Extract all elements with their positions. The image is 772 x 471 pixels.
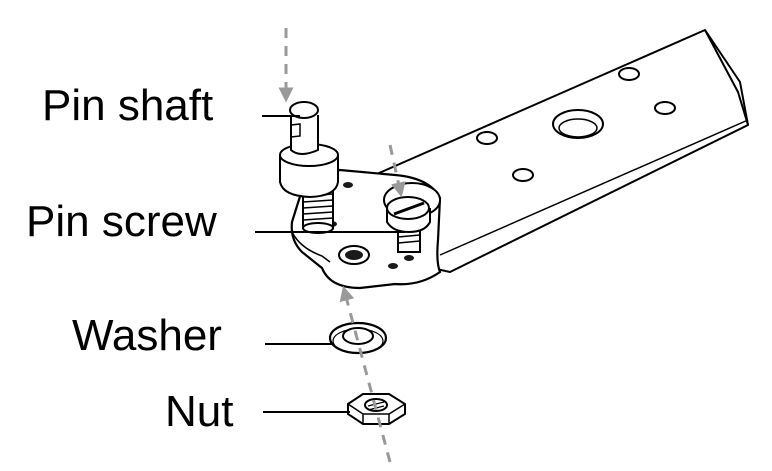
label-pin-shaft: Pin shaft: [42, 81, 214, 130]
hinge-plate: [344, 29, 749, 273]
plate-hole: [512, 168, 534, 182]
plate-hole: [476, 131, 498, 145]
leader-lines: [255, 115, 405, 413]
label-washer: Washer: [72, 311, 222, 360]
plate-hole-large: [552, 109, 604, 139]
label-nut: Nut: [165, 387, 234, 436]
pin-screw: [386, 196, 431, 253]
plate-hole: [654, 101, 676, 115]
pin-screw-arrow: [388, 144, 406, 198]
washer-nut-arrow: [339, 285, 392, 463]
assembly-arrows: [278, 28, 406, 463]
pin-shaft: [279, 101, 339, 234]
label-pin-screw: Pin screw: [26, 197, 217, 246]
plate-hole: [618, 67, 640, 81]
